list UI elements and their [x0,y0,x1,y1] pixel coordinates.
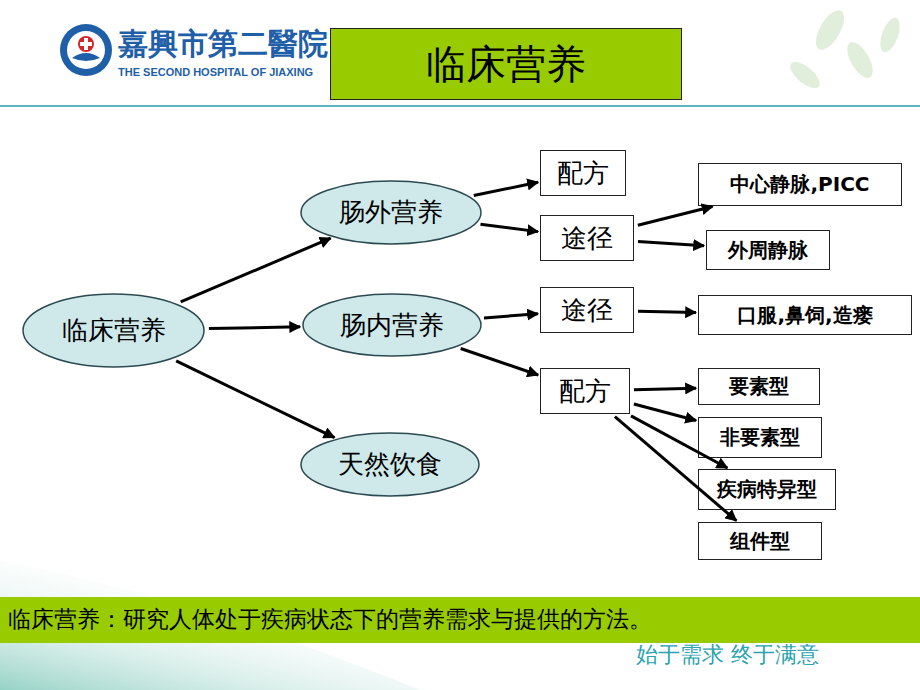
arrow-connector [480,224,538,231]
arrow-connector [638,311,696,312]
item-box: 配方 [540,150,626,196]
node-text: 口服,鼻饲,造瘘 [737,302,872,329]
item-box: 中心静脉,PICC [698,163,902,206]
item-box: 外周静脉 [706,230,830,270]
node-text: 中心静脉,PICC [730,171,869,198]
header-rule [0,105,920,107]
arrow-connector [634,388,696,390]
item-box: 配方 [540,368,630,414]
item-box: 组件型 [698,522,822,560]
arrow-connector [615,417,736,521]
arrow-connector [484,314,538,318]
arrow-connector [638,241,704,245]
ellipse-shape [23,294,204,367]
item-box: 非要素型 [698,417,822,458]
caption-text: 临床营养：研究人体处于疾病状态下的营养需求与提供的方法。 [8,604,652,635]
node-text: 组件型 [730,528,790,555]
arrow-connector [634,404,696,421]
ellipse-shape [301,181,481,244]
arrow-connector [474,182,538,195]
ellipse-shape [303,294,481,356]
ellipse-shape [301,433,479,496]
node-text: 途径 [561,221,613,256]
topic-ellipse: 肠内营养 [302,293,482,357]
node-text: 配方 [559,374,611,409]
arrow-connector [638,206,713,225]
node-text: 临床营养 [62,313,166,348]
item-box: 要素型 [698,368,820,405]
item-box: 疾病特异型 [698,469,836,510]
arrow-connector [181,238,331,302]
slogan-text: 始于需求 终于满意 [636,640,819,670]
node-text: 途径 [561,293,613,328]
arrow-connector [209,327,300,329]
leaf-decor [786,6,904,93]
node-text: 非要素型 [720,424,800,451]
caption-band [0,597,920,643]
node-text: 肠外营养 [339,195,443,230]
topic-ellipse: 临床营养 [22,293,205,368]
node-text: 要素型 [729,373,789,400]
node-text: 配方 [557,156,609,191]
hospital-logo [60,24,112,76]
hospital-name: THE SECOND HOSPITAL OF JIAXING [118,66,313,78]
node-text: 天然饮食 [338,447,442,482]
node-text: 外周静脉 [728,237,808,264]
node-text: 肠内营养 [340,308,444,343]
title-text: 临床营养 [426,37,586,92]
node-text: 疾病特异型 [717,476,817,503]
title-box: 临床营养 [330,28,682,100]
hospital-name: 嘉興市第二醫院 [118,24,328,65]
topic-ellipse: 天然饮食 [300,432,480,497]
topic-ellipse: 肠外营养 [300,180,482,245]
arrow-connector [461,348,538,374]
arrow-connector [176,361,334,438]
item-box: 途径 [540,287,634,333]
item-box: 口服,鼻饲,造瘘 [698,295,912,335]
item-box: 途径 [540,215,634,261]
arrow-connector [631,416,727,468]
